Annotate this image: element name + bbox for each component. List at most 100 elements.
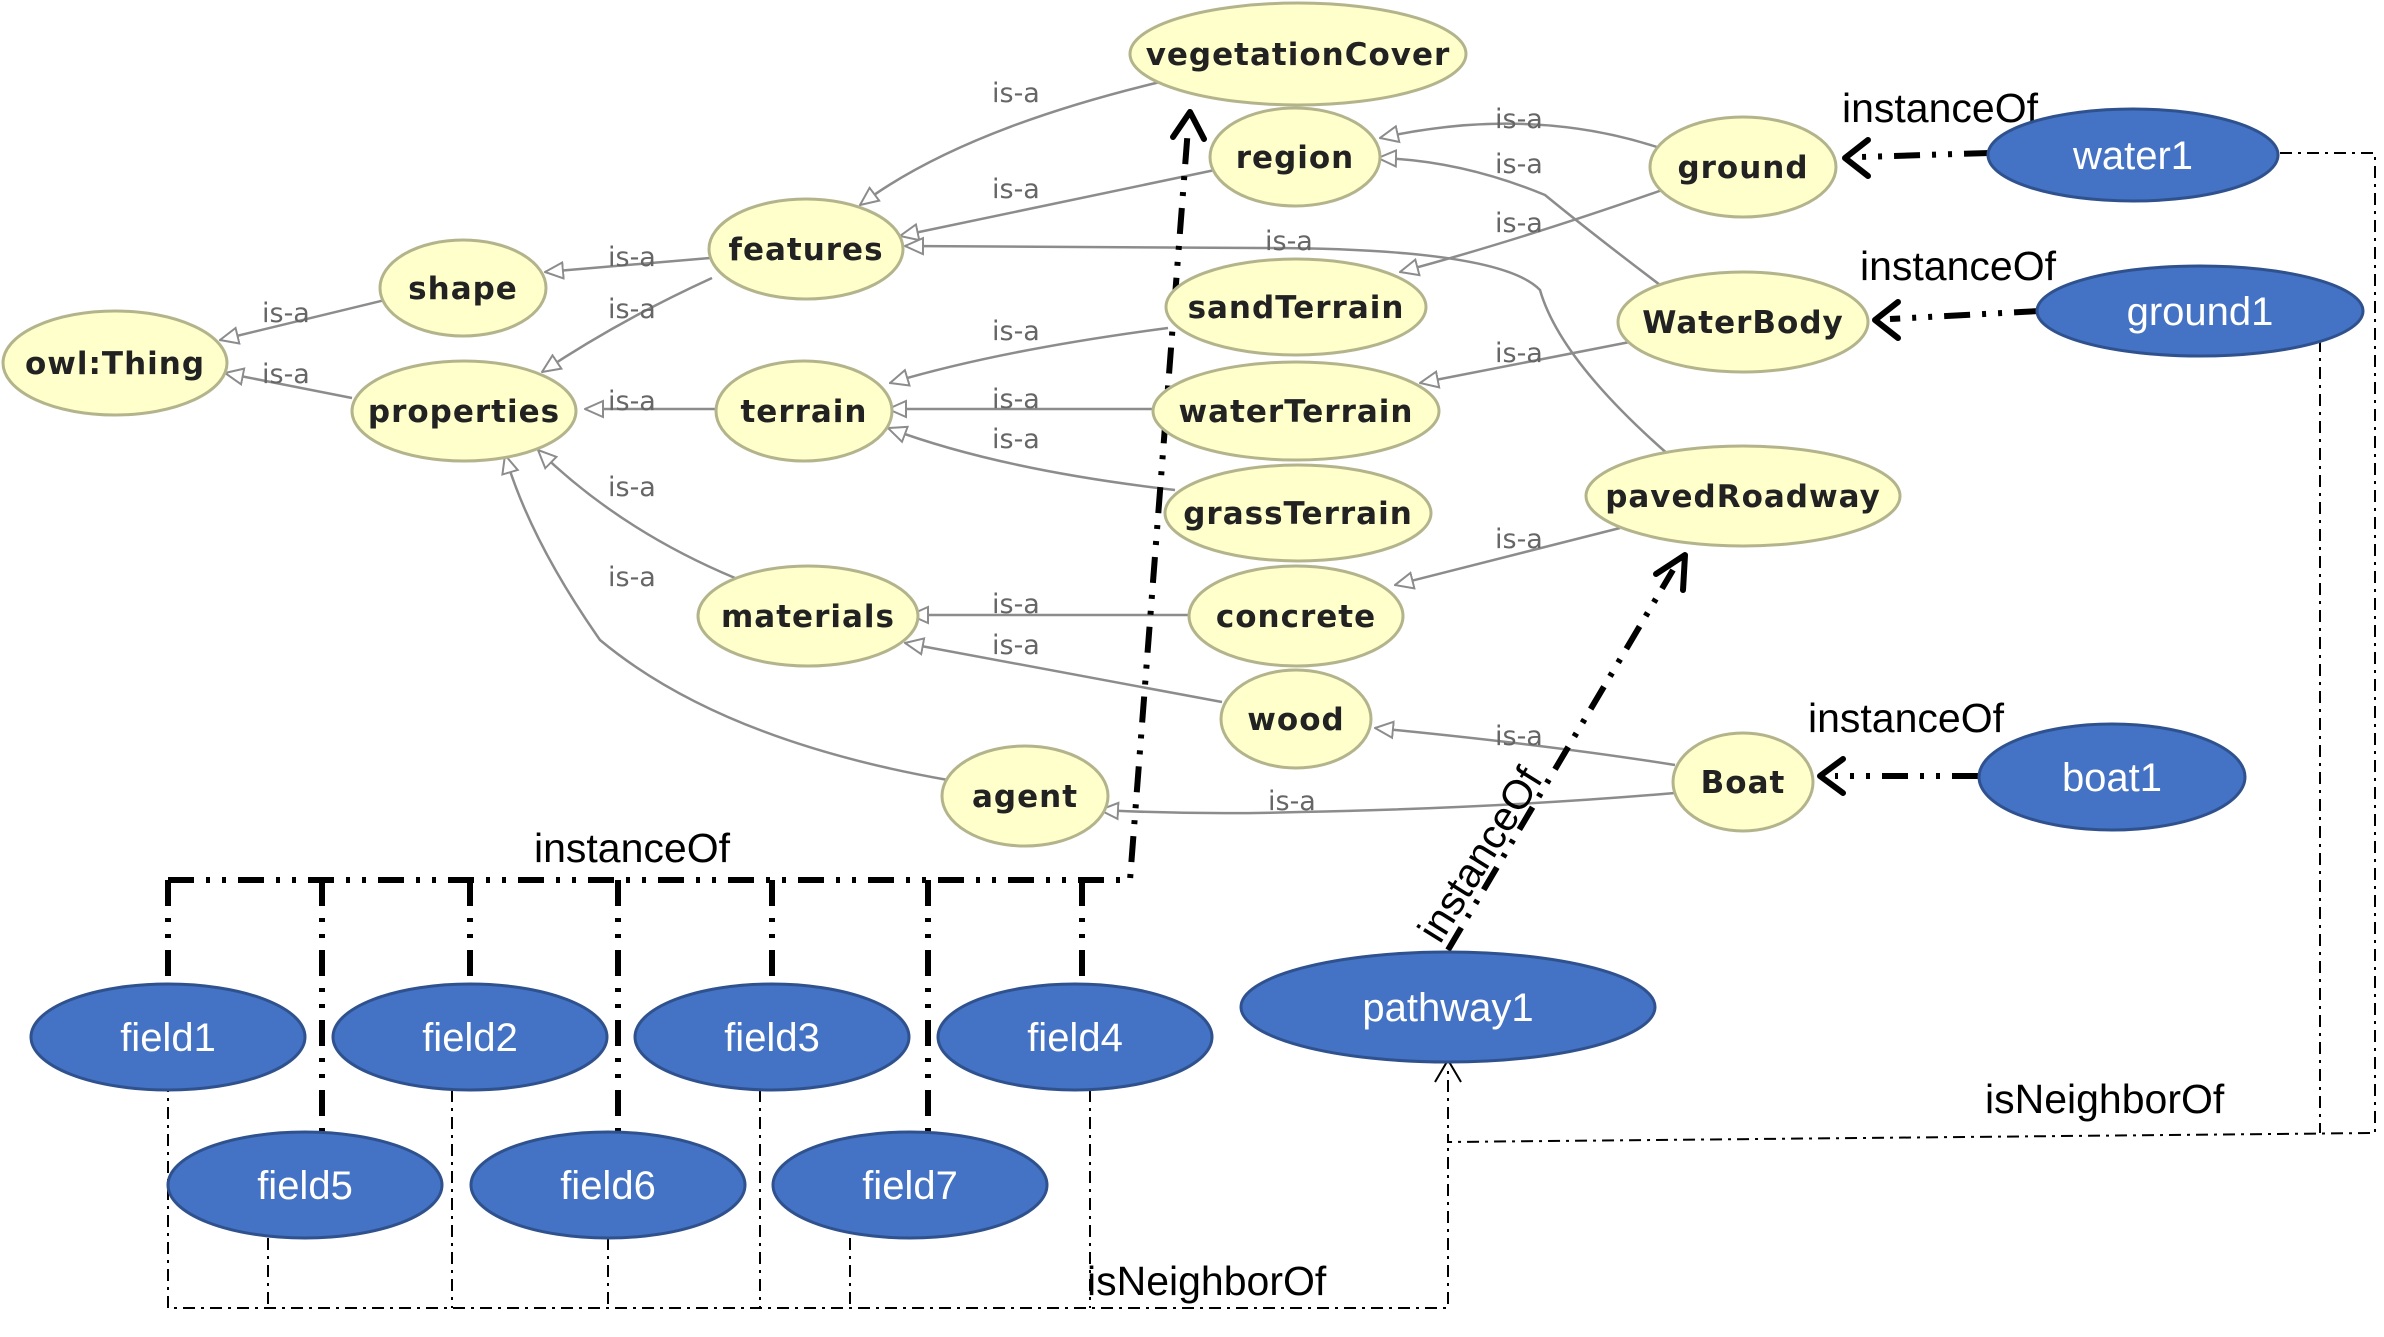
instance-label: ground1 <box>2127 290 2274 334</box>
instance-label: field4 <box>1027 1016 1123 1060</box>
instance-of-label: instanceOf <box>1842 85 2039 131</box>
class-node-materials[interactable]: materials <box>696 564 920 668</box>
class-node-concrete[interactable]: concrete <box>1187 564 1405 668</box>
edge-vegetation-features <box>860 80 1161 205</box>
isa-label: is-a <box>1268 786 1316 817</box>
edge-sandterrain-ground <box>1400 186 1669 272</box>
instance-node-pathway1[interactable]: pathway1 <box>1239 950 1657 1064</box>
class-node-boat[interactable]: Boat <box>1671 731 1815 833</box>
class-label: grassTerrain <box>1183 496 1413 532</box>
instance-node-field2[interactable]: field2 <box>331 982 609 1092</box>
instance-nodes: water1 ground1 boat1 pathway1 field1 fie… <box>29 107 2365 1240</box>
class-label: region <box>1236 140 1355 176</box>
edge-boat-wood <box>1375 728 1676 767</box>
isa-label: is-a <box>992 78 1040 109</box>
class-label: properties <box>368 394 560 430</box>
instance-node-water1[interactable]: water1 <box>1986 107 2280 203</box>
class-label: Boat <box>1701 765 1786 801</box>
class-node-agent[interactable]: agent <box>940 744 1110 848</box>
instance-edge-pathway1-pavedroadway <box>1445 568 1676 952</box>
instance-edge-fields-vegetation <box>168 127 1191 883</box>
isa-label: is-a <box>1495 149 1543 180</box>
instance-label: field5 <box>257 1164 353 1208</box>
instance-node-boat1[interactable]: boat1 <box>1977 722 2247 832</box>
instance-node-field7[interactable]: field7 <box>771 1130 1049 1240</box>
class-label: vegetationCover <box>1146 37 1451 73</box>
class-label: WaterBody <box>1642 305 1843 341</box>
instance-node-field4[interactable]: field4 <box>936 982 1214 1092</box>
neighbor-edge-water1 <box>1447 152 2376 1144</box>
isa-label: is-a <box>608 562 656 593</box>
isa-label: is-a <box>1495 104 1543 135</box>
instance-of-label: instanceOf <box>1808 695 2005 741</box>
class-label: owl:Thing <box>25 346 205 382</box>
isa-label: is-a <box>992 174 1040 205</box>
instance-node-field1[interactable]: field1 <box>29 982 307 1092</box>
isa-label: is-a <box>992 589 1040 620</box>
instance-node-field5[interactable]: field5 <box>166 1130 444 1240</box>
arrowhead-ground <box>1842 137 1871 179</box>
is-a-labels: is-a is-a is-a is-a is-a is-a is-a is-a … <box>262 78 1543 817</box>
isa-label: is-a <box>992 316 1040 347</box>
is-neighbor-of-label: isNeighborOf <box>1087 1258 1327 1304</box>
class-node-features[interactable]: features <box>707 197 905 301</box>
isa-label: is-a <box>608 242 656 273</box>
instance-node-field3[interactable]: field3 <box>633 982 911 1092</box>
isa-label: is-a <box>1495 524 1543 555</box>
class-node-vegetation-cover[interactable]: vegetationCover <box>1128 1 1468 107</box>
instance-edges <box>165 109 2041 1132</box>
class-node-water-body[interactable]: WaterBody <box>1616 270 1870 374</box>
class-label: materials <box>721 599 895 635</box>
class-node-owl-thing[interactable]: owl:Thing <box>1 309 229 417</box>
class-node-water-terrain[interactable]: waterTerrain <box>1151 360 1441 462</box>
class-label: features <box>728 232 883 268</box>
edge-concrete-pavedroadway <box>1395 526 1621 585</box>
class-node-paved-roadway[interactable]: pavedRoadway <box>1584 444 1902 548</box>
instance-node-field6[interactable]: field6 <box>469 1130 747 1240</box>
class-node-wood[interactable]: wood <box>1219 668 1373 770</box>
edge-features-properties <box>542 276 713 372</box>
class-node-region[interactable]: region <box>1208 106 1382 208</box>
arrowhead-waterbody <box>1872 299 1901 341</box>
neighbor-edges <box>167 152 2376 1309</box>
isa-label: is-a <box>1495 338 1543 369</box>
arrowhead-pavedroadway <box>1653 552 1688 593</box>
instance-of-label: instanceOf <box>534 825 731 871</box>
isa-label: is-a <box>1265 226 1313 257</box>
instance-label: pathway1 <box>1362 986 1533 1030</box>
isa-label: is-a <box>608 386 656 417</box>
class-label: wood <box>1247 702 1344 738</box>
class-label: sandTerrain <box>1188 290 1405 326</box>
class-node-ground[interactable]: ground <box>1648 115 1838 219</box>
instance-label: water1 <box>2072 134 2193 178</box>
isa-label: is-a <box>992 424 1040 455</box>
isa-label: is-a <box>608 472 656 503</box>
instance-label: boat1 <box>2062 756 2162 800</box>
instance-node-ground1[interactable]: ground1 <box>2035 264 2365 358</box>
edge-features-shape <box>545 256 711 272</box>
isa-label: is-a <box>608 294 656 325</box>
isa-label: is-a <box>262 298 310 329</box>
class-node-properties[interactable]: properties <box>350 359 578 463</box>
edge-boat-agent <box>1100 791 1676 813</box>
instance-edge-ground1-waterbody <box>1889 308 2041 322</box>
isa-label: is-a <box>1495 208 1543 239</box>
class-node-shape[interactable]: shape <box>378 238 548 338</box>
edge-wood-materials <box>905 643 1223 704</box>
class-label: concrete <box>1216 599 1376 635</box>
instance-label: field1 <box>120 1016 216 1060</box>
class-label: terrain <box>740 394 867 430</box>
class-node-sand-terrain[interactable]: sandTerrain <box>1164 257 1428 357</box>
class-node-terrain[interactable]: terrain <box>714 359 894 463</box>
class-node-grass-terrain[interactable]: grassTerrain <box>1163 463 1433 563</box>
edge-region-features <box>900 168 1216 236</box>
edge-agent-properties <box>505 455 949 782</box>
edge-shape-owl-thing <box>220 298 386 340</box>
edge-grassterrain-terrain <box>888 428 1176 492</box>
class-nodes: owl:Thing shape properties features vege… <box>1 1 1902 848</box>
instance-of-label: instanceOf <box>1409 759 1552 950</box>
class-label: ground <box>1677 150 1808 186</box>
edge-materials-properties <box>538 450 736 580</box>
isa-label: is-a <box>262 359 310 390</box>
